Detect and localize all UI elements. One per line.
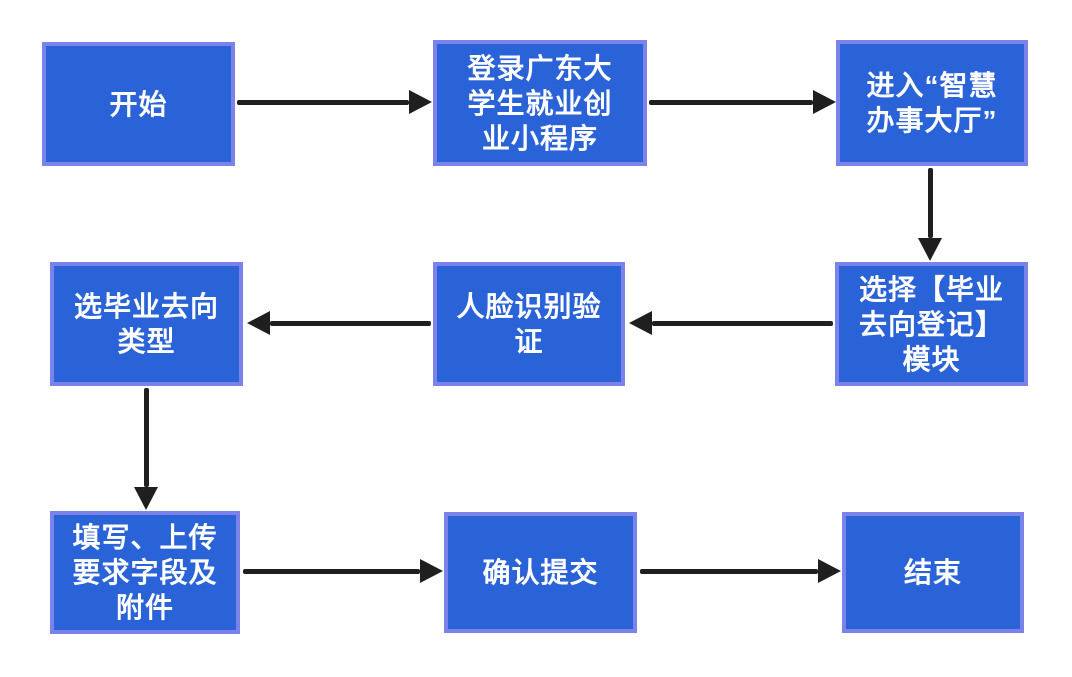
node-select-module: 选择【毕业 去向登记】 模块 bbox=[835, 262, 1028, 386]
node-enter-smart-hall: 进入“智慧 办事大厅” bbox=[836, 40, 1028, 166]
node-login-miniprogram: 登录广东大 学生就业创 业小程序 bbox=[433, 40, 647, 166]
node-start: 开始 bbox=[42, 42, 235, 166]
node-confirm-submit: 确认提交 bbox=[444, 512, 637, 633]
node-fill-upload: 填写、上传 要求字段及 附件 bbox=[50, 511, 240, 634]
node-face-verification: 人脸识别验 证 bbox=[433, 262, 625, 386]
node-select-destination-type: 选毕业去向 类型 bbox=[50, 262, 243, 386]
node-end: 结束 bbox=[842, 512, 1024, 633]
